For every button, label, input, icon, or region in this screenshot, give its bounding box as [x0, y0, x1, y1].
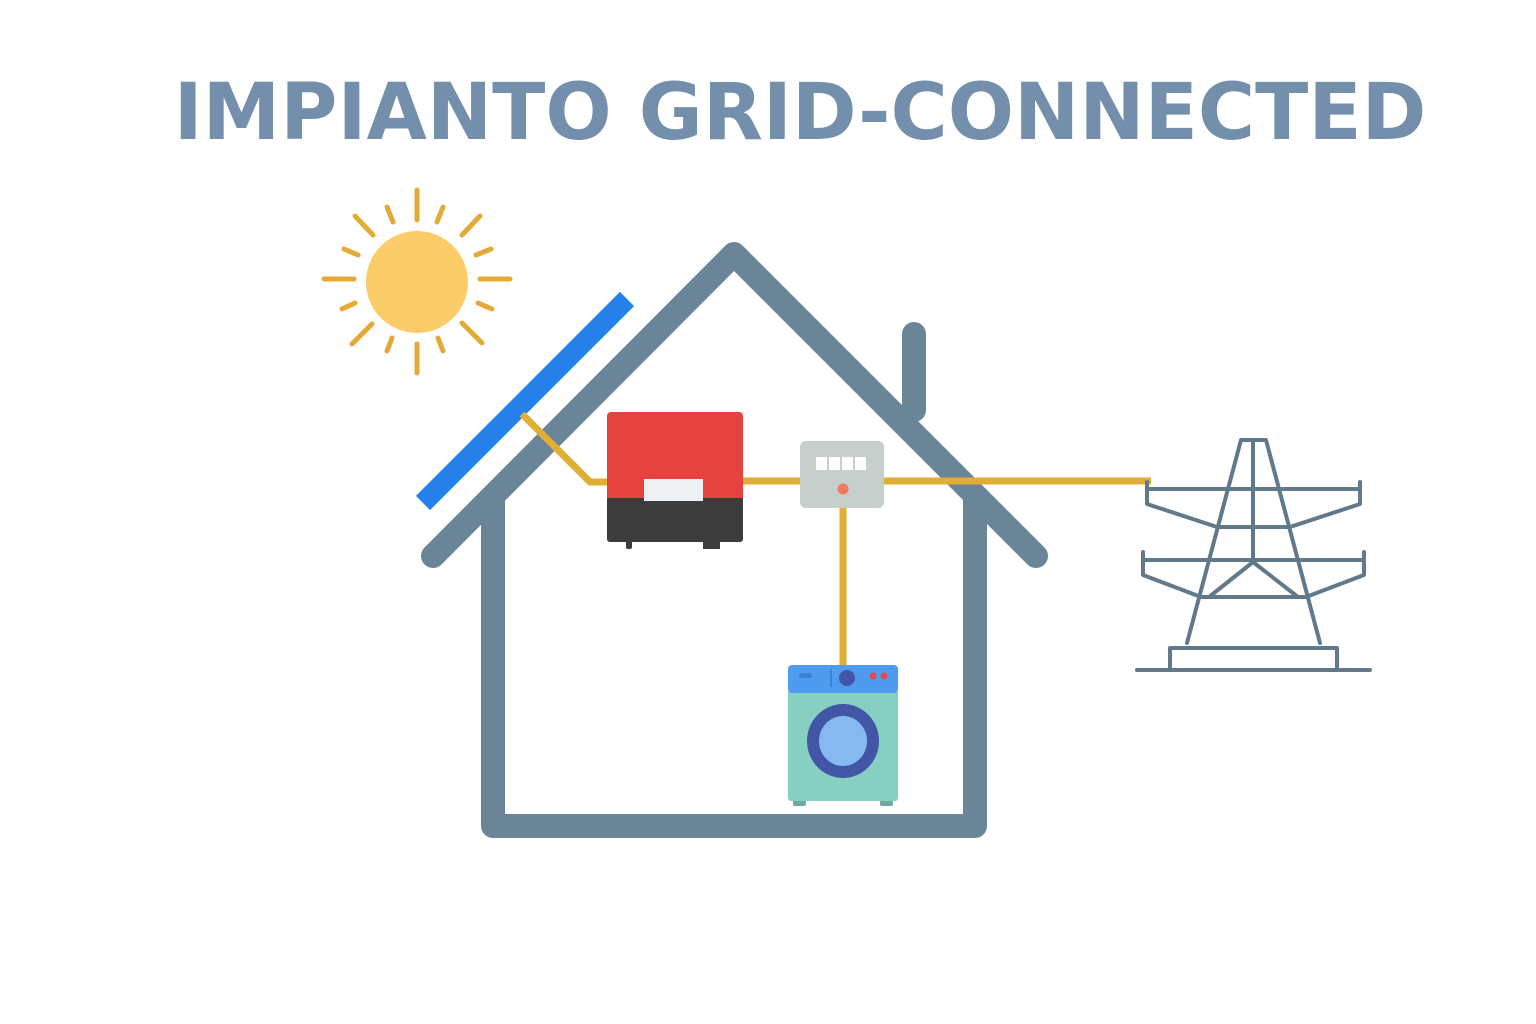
wires: [519, 411, 1151, 666]
house-outline: [421, 242, 1048, 838]
wire-panel-to-inverter: [519, 411, 610, 486]
solar-panel: [415, 291, 635, 511]
washing-machine: [788, 665, 898, 806]
inverter: [607, 412, 743, 549]
power-grid-pylon: [1135, 438, 1372, 672]
energy-meter: [800, 441, 884, 508]
diagram-title: IMPIANTO GRID-CONNECTED: [173, 68, 1427, 158]
sun-icon: [321, 187, 513, 376]
